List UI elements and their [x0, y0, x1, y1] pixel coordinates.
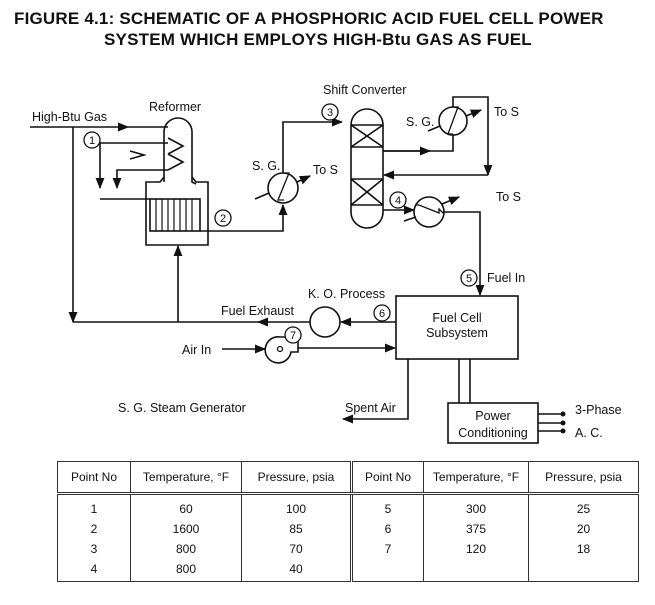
cell: 40 — [241, 559, 352, 582]
cell: 25 — [528, 493, 639, 519]
cell: 300 — [423, 493, 529, 519]
cell: 70 — [241, 539, 352, 559]
point-label-7: 7 — [290, 330, 296, 342]
label-fuel-in: Fuel In — [487, 271, 525, 285]
label-sg-1: S. G. — [252, 159, 280, 173]
steam-generator-1 — [254, 172, 312, 204]
label-air-in: Air In — [182, 343, 211, 357]
cell: 800 — [130, 539, 242, 559]
point-marker-3 — [321, 103, 339, 121]
label-shift-converter: Shift Converter — [323, 83, 406, 97]
table-row: 1 60 100 5 300 25 — [57, 493, 639, 519]
cell: 1 — [57, 493, 131, 519]
steam-generator-2 — [427, 106, 483, 136]
cell: 7 — [350, 539, 424, 559]
label-sg-2: S. G. — [406, 115, 434, 129]
label-ko-process: K. O. Process — [308, 287, 385, 301]
cell: 3 — [57, 539, 131, 559]
label-to-s-1: To S — [313, 163, 338, 177]
header-point-no-2: Point No — [350, 461, 424, 495]
point-label-6: 6 — [379, 308, 385, 320]
shift-converter — [350, 108, 384, 229]
label-fuel-cell-line-2: Subsystem — [426, 326, 488, 340]
table-header-row: Point No Temperature, °F Pressure, psia … — [57, 461, 639, 495]
cell — [423, 559, 529, 582]
air-blower — [264, 336, 299, 364]
point-marker-6 — [373, 304, 391, 322]
label-three-phase: 3-Phase — [575, 403, 622, 417]
cell: 2 — [57, 519, 131, 539]
ko-process — [309, 306, 341, 338]
label-fuel-exhaust: Fuel Exhaust — [221, 304, 294, 318]
figure-title-line-1: FIGURE 4.1: SCHEMATIC OF A PHOSPHORIC AC… — [14, 9, 604, 28]
table-row: 4 800 40 — [57, 559, 639, 582]
cell: 18 — [528, 539, 639, 559]
label-power-cond-line-1: Power — [475, 409, 510, 423]
header-pressure-1: Pressure, psia — [241, 461, 352, 495]
point-conditions-table: Point No Temperature, °F Pressure, psia … — [57, 461, 639, 582]
cell — [528, 559, 639, 582]
table-row: 2 1600 85 6 375 20 — [57, 519, 639, 539]
point-label-5: 5 — [466, 273, 472, 285]
figure-title: FIGURE 4.1: SCHEMATIC OF A PHOSPHORIC AC… — [14, 8, 604, 50]
point-marker-7 — [284, 326, 302, 344]
cell: 1600 — [130, 519, 242, 539]
label-ac: A. C. — [575, 426, 603, 440]
label-to-s-2: To S — [494, 105, 519, 119]
cell: 20 — [528, 519, 639, 539]
label-spent-air: Spent Air — [345, 401, 396, 415]
label-high-btu-gas: High-Btu Gas — [32, 110, 107, 124]
label-power-cond-line-2: Conditioning — [458, 426, 528, 440]
cell — [350, 559, 424, 582]
table-row: 3 800 70 7 120 18 — [57, 539, 639, 559]
cell: 100 — [241, 493, 352, 519]
point-marker-5 — [460, 269, 478, 287]
cell: 5 — [350, 493, 424, 519]
reformer — [145, 117, 209, 246]
header-temperature-2: Temperature, °F — [423, 461, 529, 495]
cell: 6 — [350, 519, 424, 539]
schematic-diagram: 1 2 3 4 5 6 7 High-Btu Gas Reformer Shif… — [30, 83, 622, 444]
header-pressure-2: Pressure, psia — [528, 461, 639, 495]
cell: 375 — [423, 519, 529, 539]
label-to-s-3: To S — [496, 190, 521, 204]
header-temperature-1: Temperature, °F — [130, 461, 242, 495]
point-marker-4 — [389, 191, 407, 209]
point-marker-2 — [214, 209, 232, 227]
figure-title-line-2: SYSTEM WHICH EMPLOYS HIGH-Btu GAS AS FUE… — [104, 30, 532, 49]
header-point-no-1: Point No — [57, 461, 131, 495]
fuel-cell-subsystem — [395, 295, 519, 360]
label-fuel-cell-line-1: Fuel Cell — [432, 311, 481, 325]
cell: 800 — [130, 559, 242, 582]
cell: 85 — [241, 519, 352, 539]
legend-steam-generator: S. G. Steam Generator — [118, 401, 246, 415]
point-label-2: 2 — [220, 213, 226, 225]
point-label-1: 1 — [89, 135, 95, 147]
cell: 60 — [130, 493, 242, 519]
cell: 120 — [423, 539, 529, 559]
cell: 4 — [57, 559, 131, 582]
point-label-4: 4 — [395, 195, 401, 207]
point-label-3: 3 — [327, 107, 333, 119]
point-marker-1 — [83, 131, 101, 149]
label-reformer: Reformer — [149, 100, 201, 114]
